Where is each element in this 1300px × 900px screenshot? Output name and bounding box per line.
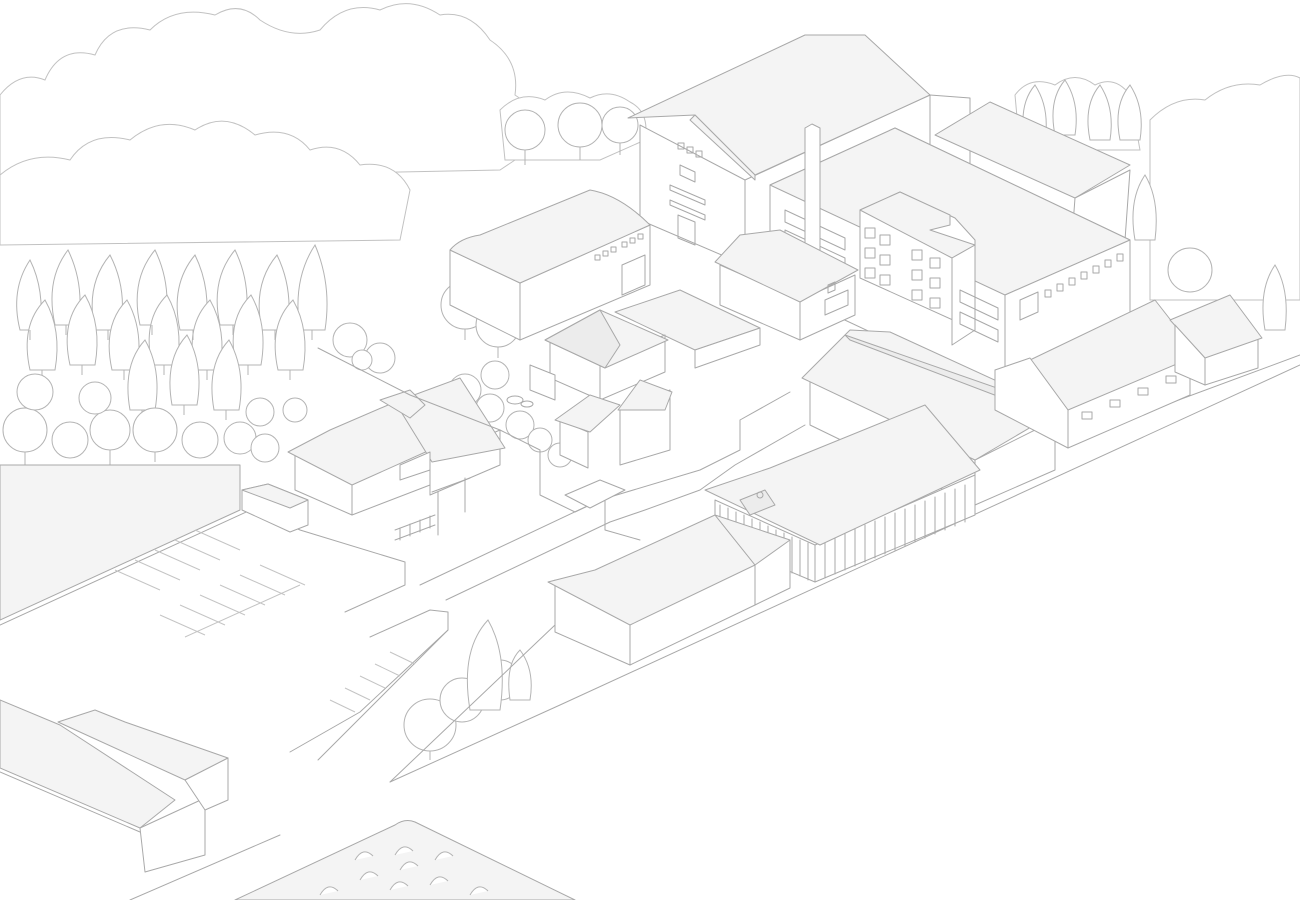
road-curb bbox=[317, 629, 449, 761]
torii-gate bbox=[431, 477, 471, 536]
traditional-house-center bbox=[529, 289, 761, 469]
houses-right bbox=[994, 294, 1263, 449]
misc-details bbox=[506, 395, 534, 408]
small-shed-front bbox=[714, 229, 859, 341]
parking-lines bbox=[114, 529, 416, 713]
traditional-house-left bbox=[241, 347, 641, 541]
orchard-bushes bbox=[319, 846, 489, 896]
ground-and-roads bbox=[0, 354, 1300, 900]
road-edge-inner bbox=[445, 424, 806, 601]
lower-road bbox=[129, 834, 281, 900]
fence bbox=[394, 514, 436, 541]
office-block bbox=[769, 123, 1131, 396]
rowhouses-bottom-left bbox=[0, 699, 229, 873]
main-road-south-edge bbox=[389, 364, 1300, 783]
gable-house-south bbox=[547, 514, 791, 666]
office-windows bbox=[784, 209, 1124, 343]
arched-warehouse bbox=[449, 189, 651, 341]
road-edge-mid bbox=[289, 609, 449, 753]
road-edge-north bbox=[419, 391, 791, 586]
road-edge-south bbox=[389, 624, 556, 783]
conifer-forest bbox=[16, 79, 1287, 420]
grass-field bbox=[0, 464, 241, 621]
road-edge-west bbox=[0, 507, 406, 626]
chimney bbox=[804, 123, 821, 256]
factory-windows bbox=[669, 142, 706, 246]
orchard-field bbox=[234, 820, 576, 900]
